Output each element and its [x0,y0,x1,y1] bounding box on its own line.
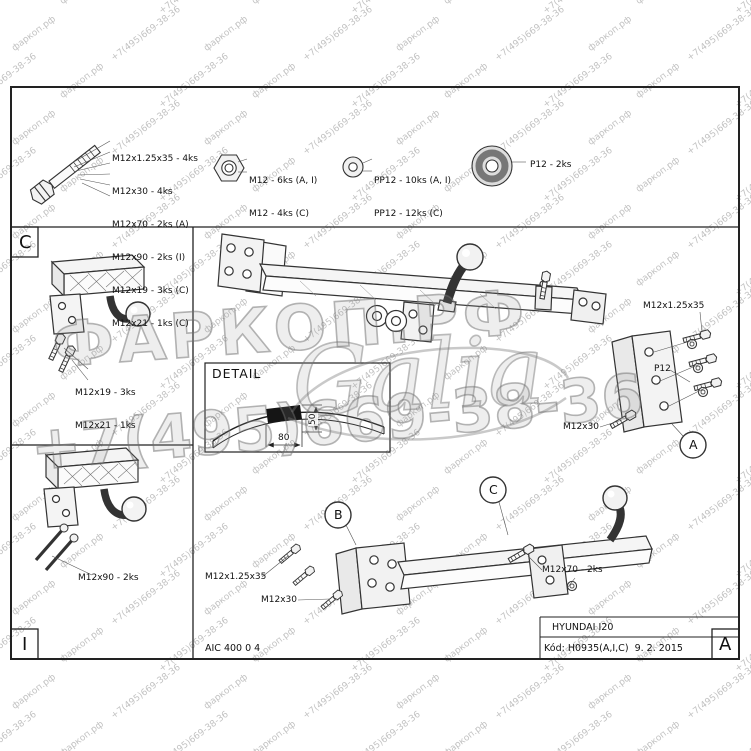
part-label: M12x19 - 3ks [75,388,136,398]
dim-width-80: 80 [277,433,291,443]
galia-swoosh [287,346,570,441]
frame-lines [10,86,740,660]
annotation-right-bolt: M12x1.25x35 [643,301,705,311]
callout-c: C [489,482,498,497]
annotation-left-bolt: M12x1.25x35 [205,572,267,582]
bolt-size-list: M12x1.25x35 - 4ks M12x30 - 4ks M12x70 - … [112,132,198,352]
part-label: M12x90 - 2ks (I) [112,253,186,263]
corner-letter-i: I [22,634,28,655]
view-i-annotation: M12x90 - 2ks [78,573,139,583]
corner-letter-a: A [719,634,732,655]
main-beam-drawing [217,233,724,459]
part-label: M12x19 - 3ks (C) [112,286,189,296]
detail-box [204,362,391,453]
part-label: M12x21 - 1ks [75,421,136,431]
view-i-drawing [34,447,147,576]
part-label: PP12 - 10ks (A, I) [374,176,452,186]
part-label: M12x21 - 1ks (C) [112,319,189,329]
nut-icon [213,154,248,182]
bolt-icon [29,140,111,205]
detail-title: DETAIL [212,366,262,381]
lower-beam-drawing [261,476,653,615]
callout-a: A [689,437,698,452]
title-block-model: HYUNDAI I20 [552,622,614,633]
washer-pp12-icon [342,156,373,178]
title-block-code: AIC 400 0 4 [205,643,261,654]
part-label: M12x30 - 4ks [112,187,173,197]
part-label: M12 - 6ks (A, I) [249,176,318,186]
view-c-annotations: M12x19 - 3ks M12x21 - 1ks [75,366,136,454]
view-c-drawing [46,254,151,381]
washer-size-list: PP12 - 10ks (A, I) PP12 - 12ks (C) [374,154,451,242]
annotation-m12x70: M12x70 - 2ks [542,565,603,575]
title-block-kod: Kód: H0935(A,I,C) 9. 2. 2015 [544,643,683,654]
dim-height-50: 50 [308,412,318,426]
annotation-left-m12x30: M12x30 [261,595,297,605]
annotation-right-p12: P12 [654,364,671,374]
washer-p12-icon [471,145,526,187]
callout-b: B [334,507,343,522]
part-label: M12 - 4ks (C) [249,209,309,219]
part-label: M12x1.25x35 - 4ks [112,154,198,164]
nut-size-list: M12 - 6ks (A, I) M12 - 4ks (C) [249,154,317,242]
part-label: PP12 - 12ks (C) [374,209,443,219]
part-label: M12x70 - 2ks (A) [112,220,189,230]
big-washer-label: P12 - 2ks [530,160,572,170]
annotation-right-m12x30: M12x30 [563,422,599,432]
corner-letter-c: C [19,232,32,253]
